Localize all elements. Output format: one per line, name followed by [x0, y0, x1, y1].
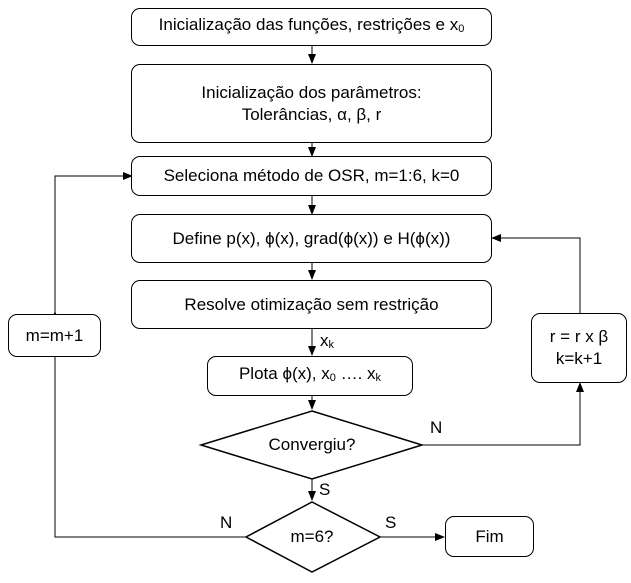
init-params-box: Inicialização dos parâmetros: Tolerância… [131, 64, 492, 143]
solve-optimization-text: Resolve otimização sem restrição [184, 294, 439, 314]
define-functions-text: Define p(x), ϕ(x), grad(ϕ(x)) e H(ϕ(x)) [172, 228, 451, 248]
end-text: Fim [475, 526, 504, 546]
increment-m-box: m=m+1 [8, 314, 101, 357]
init-functions-box: Inicialização das funções, restrições e … [131, 8, 492, 46]
decision-m6-shape [244, 501, 382, 573]
arrow-increment-to-select [54, 172, 133, 313]
update-r-line1: r = r x β [549, 327, 609, 346]
decision-converged-label: Convergiu? [268, 435, 356, 454]
end-box: Fim [445, 516, 534, 557]
increment-m-text: m=m+1 [25, 325, 84, 345]
plot-text: Plota ϕ(x), x0 …. xk [238, 364, 382, 384]
define-functions-box: Define p(x), ϕ(x), grad(ϕ(x)) e H(ϕ(x)) [131, 214, 492, 263]
xk-label: xk [320, 331, 334, 351]
update-r-box: r = r x β k=k+1 [531, 313, 627, 383]
arrow-update-to-define [491, 234, 581, 313]
plot-box: Plota ϕ(x), x0 …. xk [207, 356, 413, 396]
m6-yes-label: S [385, 513, 397, 532]
select-method-text: Seleciona método de OSR, m=1:6, k=0 [163, 166, 460, 185]
init-params-line1: Inicialização dos parâmetros: [201, 82, 422, 102]
init-params-line2: Tolerâncias, α, β, r [241, 104, 382, 124]
m6-no-label: N [220, 513, 233, 532]
converged-yes-label: S [319, 480, 331, 499]
init-functions-sub: 0 [458, 23, 465, 35]
decision-converged-shape [198, 410, 425, 480]
arrow-converged-no [422, 382, 584, 446]
solve-optimization-box: Resolve otimização sem restrição [131, 280, 492, 329]
select-method-box: Seleciona método de OSR, m=1:6, k=0 [131, 156, 492, 196]
init-functions-text: Inicialização das funções, restrições e … [158, 15, 459, 34]
decision-m6-label: m=6? [290, 527, 334, 546]
arrow-m6-no [54, 357, 246, 538]
update-r-line2: k=k+1 [555, 349, 603, 368]
converged-no-label: N [430, 418, 443, 437]
